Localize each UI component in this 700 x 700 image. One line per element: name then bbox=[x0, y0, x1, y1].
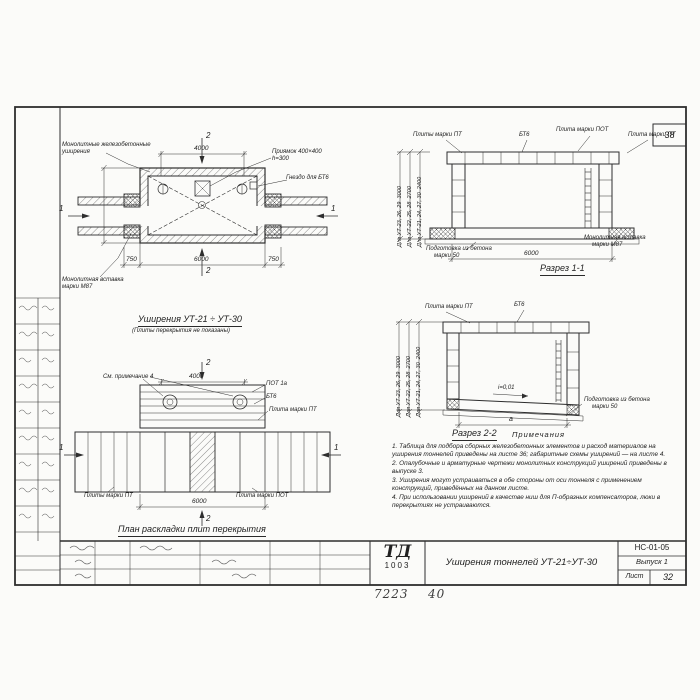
s11-rot-dim-2-value: 2700 bbox=[407, 186, 413, 199]
plan-label-pit-line1: Приямок 400×400 bbox=[272, 149, 322, 155]
s22-rot-dim-3-value: 2400 bbox=[416, 346, 422, 360]
plan-dim-top: 4000 bbox=[194, 145, 209, 152]
plan-label-socket: Гнездо для БТ6 bbox=[286, 175, 329, 181]
sheet-number: 32 bbox=[662, 572, 673, 582]
sheet-label: Лист bbox=[625, 573, 644, 580]
slabplan-section-mark-2-bottom: 2 bbox=[206, 514, 211, 523]
handwritten-number-right: 40 bbox=[428, 587, 446, 601]
s11-rot-dim-2: Для УТ-22, 25, 28 2700 bbox=[407, 151, 414, 247]
slabplan-label-pot1a: ПОТ 1а bbox=[266, 381, 288, 387]
issue-label: Выпуск 1 bbox=[636, 557, 668, 566]
plan-title: Уширения УТ-21 ÷ УТ-30 bbox=[138, 314, 242, 327]
s11-label-insert-line1: Монолитная вставка bbox=[584, 235, 646, 241]
plan-section-mark-1-left: 1 bbox=[59, 204, 64, 213]
s11-label-podgotovka-line1: Подготовка из бетона bbox=[426, 246, 492, 252]
s11-label-pt-right: Плита марки ПТ bbox=[628, 132, 676, 138]
ladder-icon bbox=[584, 168, 592, 228]
plan-label-insert-line2: марки М87 bbox=[62, 284, 93, 290]
drawing-title: Уширения тоннелей УТ-21÷УТ-30 bbox=[445, 557, 598, 569]
slabplan-label-slabs-pt: Плиты марки ПТ bbox=[84, 493, 133, 499]
note-item-2: 2. Опалубочные и арматурные чертежи моно… bbox=[392, 460, 667, 475]
section-1-1 bbox=[396, 135, 649, 263]
s22-label-podgotovka-line1: Подготовка из бетона bbox=[584, 397, 650, 403]
s22-label-podgotovka-line2: марки 50 bbox=[592, 404, 618, 410]
plan-view bbox=[68, 138, 338, 278]
s22-rot-dim-1-value: 3000 bbox=[396, 356, 402, 369]
title-block-grid bbox=[60, 540, 686, 585]
plan-dim-bottom-right: 750 bbox=[268, 256, 279, 263]
plan-dim-bottom-center: 6000 bbox=[194, 256, 209, 263]
handwriting-squiggles bbox=[18, 305, 257, 579]
handwritten-number-left: 7223 bbox=[374, 587, 409, 601]
s22-rot-dim-2: Для УТ-22, 25, 28 2700 bbox=[406, 321, 413, 417]
s11-dim-bottom: 6000 bbox=[524, 250, 539, 257]
s22-rot-dim-1-text: Для УТ-23, 26, 29 bbox=[396, 371, 402, 417]
s11-rot-dim-1-text: Для УТ-23, 26, 29 bbox=[397, 201, 403, 247]
s22-rot-dim-1: Для УТ-23, 26, 29 3000 bbox=[396, 321, 403, 417]
plan-label-pit-line2: h=300 bbox=[272, 156, 289, 162]
s22-label-slope: i=0,01 bbox=[498, 385, 515, 391]
notes-heading: Примечания bbox=[512, 430, 566, 439]
s22-dim-bottom: а bbox=[509, 416, 513, 423]
s11-rot-dim-1: Для УТ-23, 26, 29 3000 bbox=[397, 151, 404, 247]
s11-rot-dim-3-value: 2400 bbox=[417, 176, 423, 190]
ladder-icon bbox=[555, 340, 562, 402]
org-logo: ТД 1003 bbox=[371, 542, 424, 571]
slabplan-section-mark-1-right: 1 bbox=[334, 443, 339, 452]
s11-label-slabs-left: Плиты марки ПТ bbox=[413, 132, 462, 138]
left-stamp-grid bbox=[15, 297, 257, 579]
slabplan-label-note: См. примечание 4 bbox=[103, 374, 154, 380]
slabplan-section-mark-1-left: 1 bbox=[59, 443, 64, 452]
plan-label-insert-line1: Монолитная вставка bbox=[62, 277, 124, 283]
slab-plan bbox=[64, 362, 341, 526]
slabplan-dim-top: 4000 bbox=[189, 373, 204, 380]
s22-rot-dim-3: Для УТ-21, 24, 27, 30 2400 bbox=[416, 321, 423, 417]
section-2-2 bbox=[395, 309, 590, 429]
slabplan-title: План раскладки плит перекрытия bbox=[118, 524, 266, 537]
s22-rot-dim-2-text: Для УТ-22, 25, 28 bbox=[406, 371, 412, 417]
s11-rot-dim-3-text: Для УТ-21, 24, 27, 30 bbox=[417, 192, 423, 247]
slabplan-section-mark-2-top: 2 bbox=[206, 358, 211, 367]
plan-section-mark-1-right: 1 bbox=[331, 204, 336, 213]
s22-label-bt6: БТ6 bbox=[514, 302, 525, 308]
slabplan-dim-bottom: 6000 bbox=[192, 498, 207, 505]
notes-list: 1. Таблица для подбора сборных железобет… bbox=[392, 443, 682, 511]
slabplan-label-pt: Плита марки ПТ bbox=[269, 407, 317, 413]
org-logo-monogram: ТД bbox=[383, 542, 412, 562]
plan-subtitle: (Плиты перекрытия не показаны) bbox=[132, 328, 231, 334]
plan-label-widening: Монолитные железобетонные уширения bbox=[62, 142, 151, 156]
s11-label-pot: Плита марки ПОТ bbox=[556, 127, 609, 133]
s22-rot-dim-2-value: 2700 bbox=[406, 356, 412, 369]
s11-rot-dim-2-text: Для УТ-22, 25, 28 bbox=[407, 201, 413, 247]
s11-label-insert-line2: марки М87 bbox=[592, 242, 623, 248]
page-number: 38 bbox=[664, 130, 675, 140]
plan-section-mark-2-top: 2 bbox=[206, 131, 211, 140]
s11-rot-dim-1-value: 3000 bbox=[397, 186, 403, 199]
org-logo-number: 1003 bbox=[384, 561, 411, 570]
plan-dim-bottom-left: 750 bbox=[126, 256, 137, 263]
s22-label-pt: Плита марки ПТ bbox=[425, 304, 473, 310]
slabplan-label-bt6: БТ6 bbox=[266, 394, 277, 400]
slabplan-label-slab-pot: Плита марки ПОТ bbox=[236, 493, 289, 499]
note-item-3: 3. Уширения могут устраиваться в обе сто… bbox=[392, 477, 642, 492]
s11-label-bt6: БТ6 bbox=[519, 132, 530, 138]
s22-rot-dim-3-text: Для УТ-21, 24, 27, 30 bbox=[416, 362, 422, 417]
document-code: НС-01-05 bbox=[634, 543, 670, 552]
sheet-frame bbox=[14, 106, 687, 586]
s11-rot-dim-3: Для УТ-21, 24, 27, 30 2400 bbox=[417, 151, 424, 247]
s22-title: Разрез 2-2 bbox=[452, 428, 497, 441]
s11-title: Разрез 1-1 bbox=[540, 263, 585, 276]
note-item-1: 1. Таблица для подбора сборных железобет… bbox=[392, 443, 666, 458]
s11-label-podgotovka-line2: марки 50 bbox=[434, 253, 460, 259]
plan-section-mark-2-bottom: 2 bbox=[206, 266, 211, 275]
note-item-4: 4. При использовании уширений в качестве… bbox=[392, 494, 661, 509]
